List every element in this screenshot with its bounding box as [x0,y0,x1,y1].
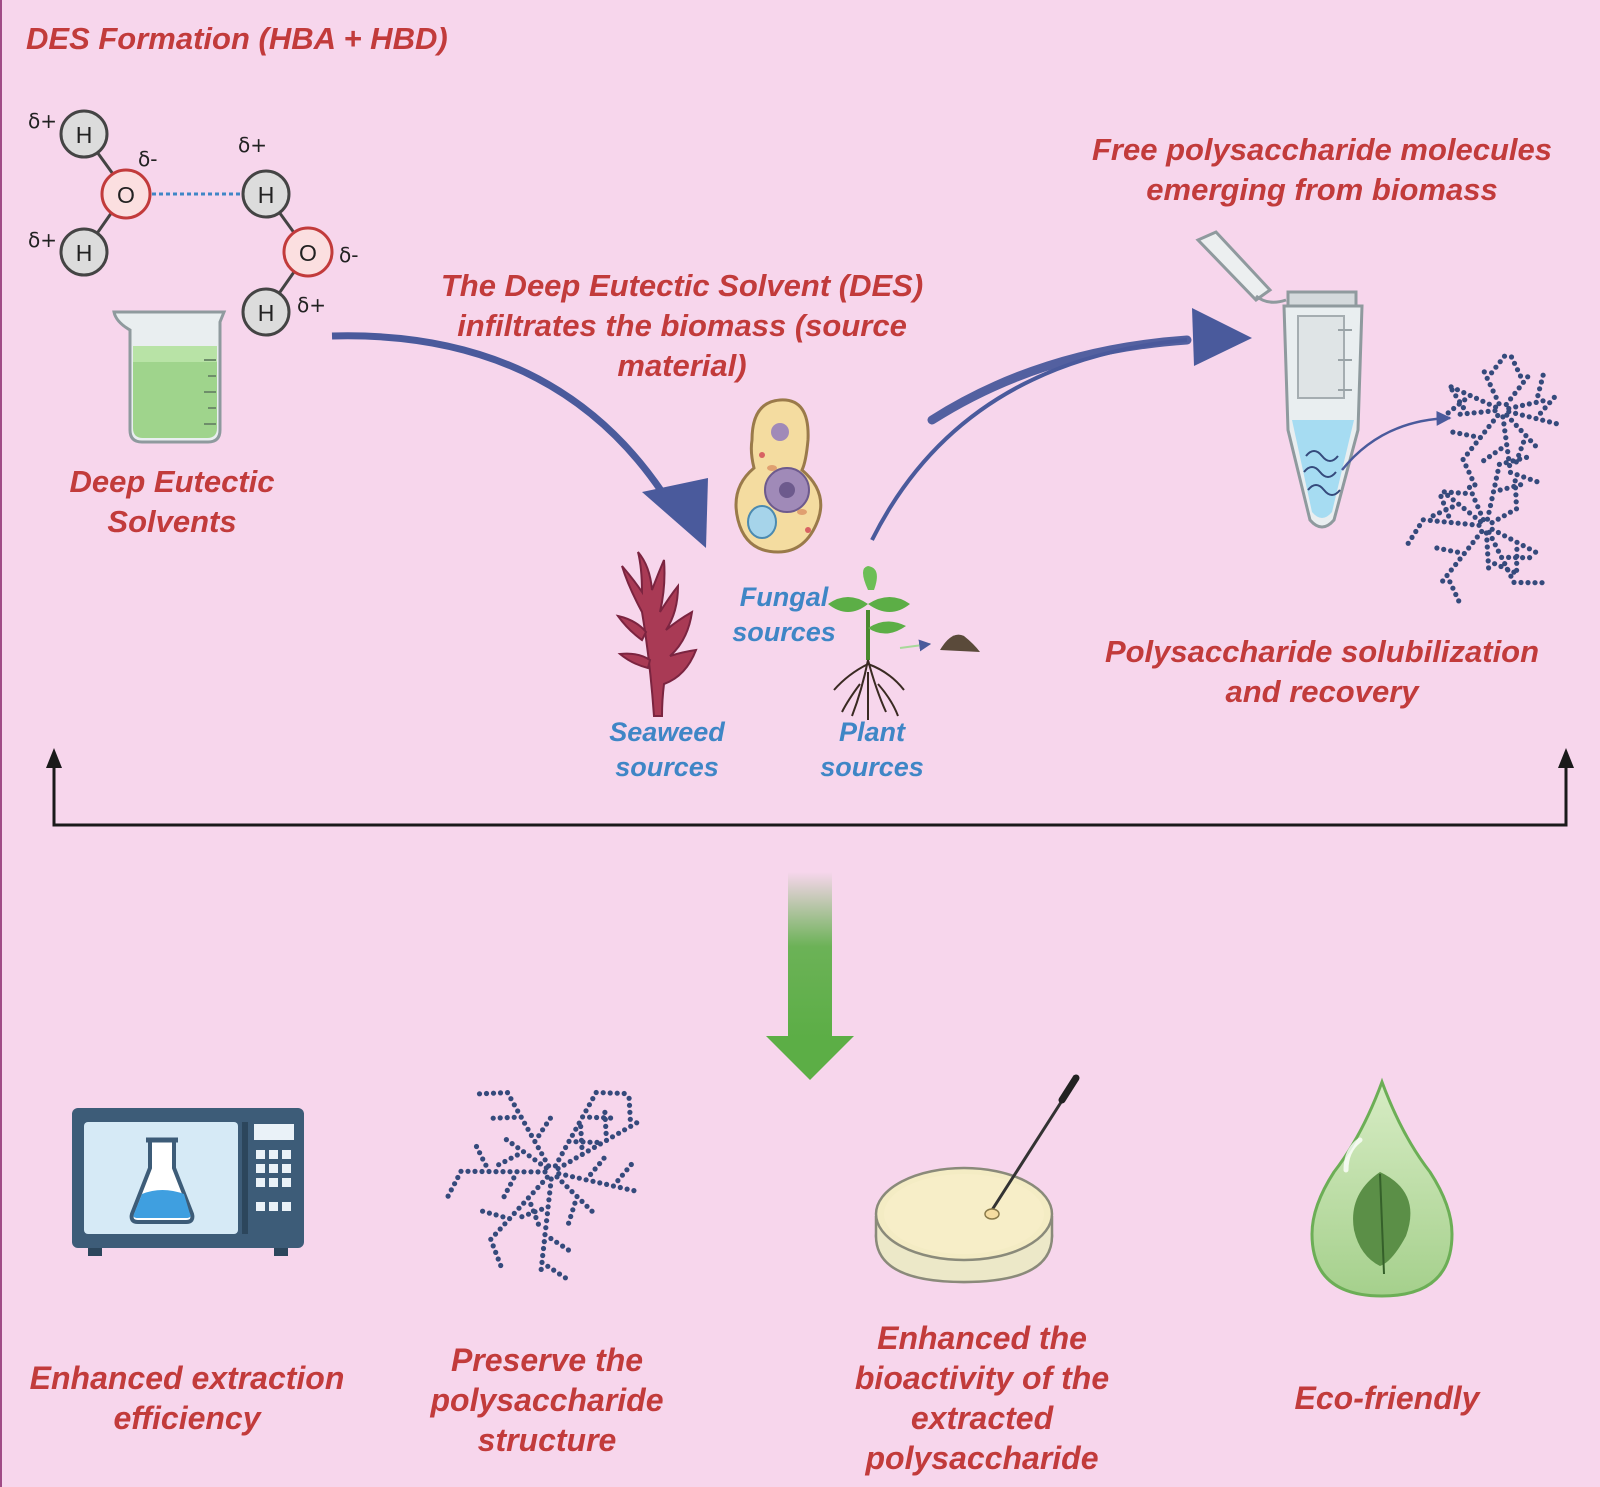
charge-label: δ- [339,243,358,267]
fungal-sources-label: Fungal sources [732,582,836,647]
charge-label: δ+ [28,228,57,252]
svg-text:H: H [258,182,275,208]
charge-label: δ+ [297,293,326,317]
benefit-label-structure: Preserve the polysaccharide structure [430,1342,664,1458]
svg-text:H: H [76,122,93,148]
charge-label: δ+ [28,109,57,133]
benefit-label-extraction: Enhanced extraction efficiency [29,1360,345,1436]
solubilization-label: Polysaccharide solubilization and recove… [1104,634,1540,709]
petri-dish-icon [874,1074,1080,1284]
process-bracket [52,762,1568,827]
plant-icon [828,566,980,720]
free-polysaccharide-icon [1445,353,1559,488]
infiltration-label: The Deep Eutectic Solvent (DES) infiltra… [440,268,924,383]
charge-label: δ- [138,147,157,171]
atom-o-1: O [100,168,152,220]
bracket-arrow-left [46,748,62,768]
polysaccharide-chain-icon [445,1089,640,1281]
benefit-label-eco: Eco-friendly [1294,1380,1480,1416]
svg-text:O: O [299,240,317,266]
release-arrow [870,308,1252,541]
bracket-arrow-right [1558,748,1574,768]
atom-h-1: H [59,109,109,159]
hydrogen-bond-molecule: H H O H O H δ+ δ+ δ- δ+ δ- δ+ [28,109,358,337]
svg-text:H: H [258,300,275,326]
des-label: Deep Eutectic Solvents [69,464,275,539]
fungal-cell-icon [734,398,823,554]
charge-label: δ+ [238,133,267,157]
free-polysaccharide-icon [1405,454,1545,604]
free-molecules-label: Free polysaccharide molecules emerging f… [1091,132,1553,207]
diagram-title: DES Formation (HBA + HBD) [26,21,448,56]
infiltration-arrow [331,332,708,548]
centrifuge-tube-icon [1195,230,1452,529]
atom-h-2: H [59,227,109,277]
microwave-flask-icon [72,1108,304,1256]
plant-sources-label: Plant sources [820,717,924,782]
atom-h-4: H [241,287,291,337]
svg-text:O: O [117,182,135,208]
atom-o-2: O [282,226,334,278]
leaf-drop-icon [1310,1077,1454,1298]
beaker-icon [112,310,227,444]
seaweed-icon [615,551,698,717]
svg-text:H: H [76,240,93,266]
benefit-label-bioactivity: Enhanced the bioactivity of the extracte… [854,1320,1110,1476]
atom-h-3: H [241,169,291,219]
seaweed-sources-label: Seaweed sources [609,717,725,782]
green-down-arrow [766,872,854,1080]
